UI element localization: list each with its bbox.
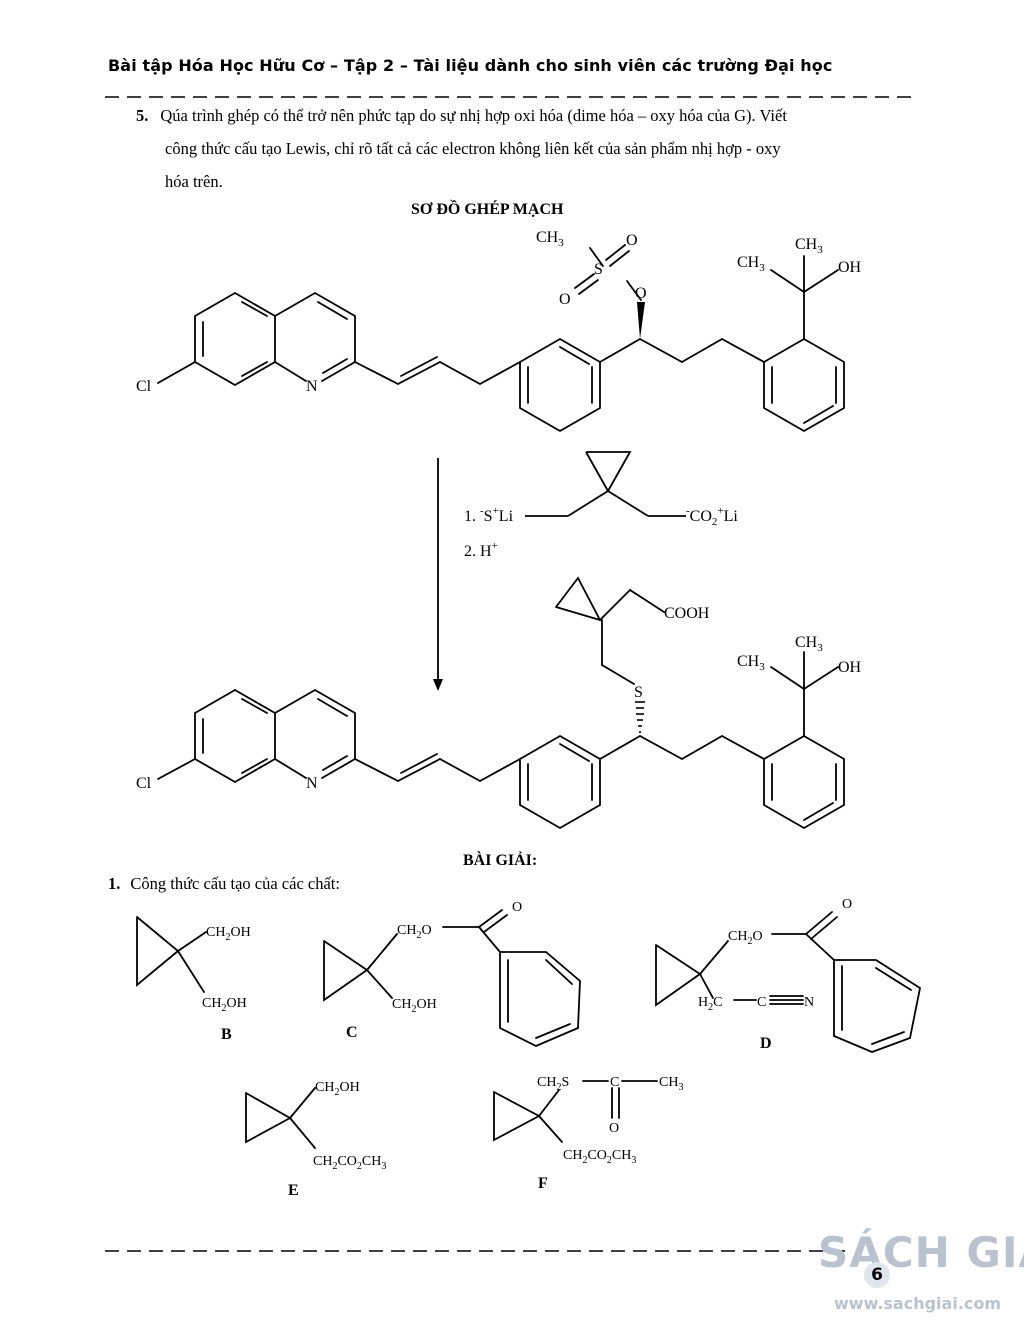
solution-intro-text: Công thức cấu tạo của các chất: xyxy=(130,874,340,893)
reaction-scheme: Cl N O S O O CH3 CH3 CH3 OH 1. -S+Li -CO… xyxy=(136,229,862,830)
site-logo: SÁCH GIẢI xyxy=(818,1228,1024,1277)
b-ch2oh-bottom: CH2OH xyxy=(202,996,247,1014)
c-ch2o: CH2O xyxy=(397,923,432,941)
e-ch2co2ch3: CH2CO2CH3 xyxy=(313,1154,386,1172)
f-ch2co2ch3: CH2CO2CH3 xyxy=(563,1148,636,1166)
ch3-mesyl: CH3 xyxy=(536,229,564,249)
page-number: 6 xyxy=(864,1262,890,1288)
o-atom-mesyl-2: O xyxy=(559,291,571,308)
question-5: 5. Qúa trình ghép có thể trở nên phức tạp… xyxy=(136,99,896,198)
solution-intro: 1. Công thức cấu tạo của các chất: xyxy=(108,874,340,894)
reaction-arrow-head xyxy=(433,679,443,691)
question-line-1: Qúa trình ghép có thể trở nên phức tạp d… xyxy=(160,106,787,125)
question-number: 5. xyxy=(136,106,149,125)
reagent-1: 1. -S+Li xyxy=(464,505,514,525)
label-c: C xyxy=(346,1024,358,1041)
s-atom-product: S xyxy=(634,684,643,701)
header-divider xyxy=(105,96,917,98)
oh-1: OH xyxy=(838,259,862,276)
ch3-left-2: CH3 xyxy=(737,653,765,673)
cl-atom-1: Cl xyxy=(136,378,152,395)
c-ch2oh: CH2OH xyxy=(392,997,437,1015)
d-carbonyl-o: O xyxy=(842,897,852,912)
o-atom-mesyl-1: O xyxy=(626,232,638,249)
label-b: B xyxy=(221,1026,232,1043)
c-carbonyl-o: O xyxy=(512,900,522,915)
scheme-title: SƠ ĐỒ GHÉP MẠCH xyxy=(411,201,564,218)
question-line-2: công thức cấu tạo Lewis, chỉ rõ tất cả c… xyxy=(165,139,781,158)
f-ch3: CH3 xyxy=(659,1075,683,1093)
cl-atom-2: Cl xyxy=(136,775,152,792)
oh-2: OH xyxy=(838,659,862,676)
cooh-group: COOH xyxy=(664,605,710,622)
label-e: E xyxy=(288,1182,299,1199)
n-atom-1: N xyxy=(306,378,318,395)
f-carbonyl-c: C xyxy=(610,1075,619,1090)
d-nitrile-c: C xyxy=(757,995,766,1010)
solution-structures: CH2OH CH2OH CH2O O CH2OH CH2O O H2C C N … xyxy=(136,897,922,1199)
s-atom-mesyl: S xyxy=(594,261,603,278)
f-ch2s: CH2S xyxy=(537,1075,569,1093)
d-ch2o: CH2O xyxy=(728,929,763,947)
site-url: www.sachgiai.com xyxy=(834,1294,1002,1313)
d-h2c: H2C xyxy=(698,995,722,1013)
reagent-carboxylate: -CO2+Li xyxy=(686,505,738,528)
ch3-top-1: CH3 xyxy=(795,236,823,256)
n-atom-2: N xyxy=(306,775,318,792)
f-carbonyl-o: O xyxy=(609,1121,619,1136)
e-ch2oh: CH2OH xyxy=(315,1080,360,1098)
o-atom-ester: O xyxy=(635,285,647,302)
question-line-3: hóa trên. xyxy=(165,172,223,191)
page-header-title: Bài tập Hóa Học Hữu Cơ – Tập 2 – Tài liệ… xyxy=(108,56,833,75)
solution-number: 1. xyxy=(108,874,121,893)
reagent-2: 2. H+ xyxy=(464,540,498,560)
footer-divider xyxy=(105,1250,845,1252)
ch3-top-2: CH3 xyxy=(795,634,823,654)
solution-title: BÀI GIẢI: xyxy=(463,852,538,869)
d-nitrile-n: N xyxy=(804,995,814,1010)
ch3-left-1: CH3 xyxy=(737,254,765,274)
label-d: D xyxy=(760,1035,772,1052)
label-f: F xyxy=(538,1175,548,1192)
b-ch2oh-top: CH2OH xyxy=(206,925,251,943)
